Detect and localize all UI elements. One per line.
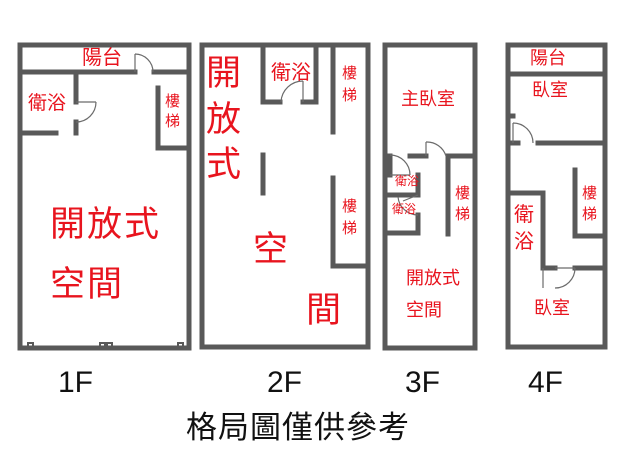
floor-2-stairs-top-label: 樓梯: [342, 64, 358, 104]
floor-3-number: 3F: [405, 366, 441, 399]
floor-2-open-vertical-label: 開放式: [206, 54, 242, 185]
floor-1-number: 1F: [58, 366, 94, 399]
floor-1-stairs-label: 樓梯: [165, 92, 181, 131]
floor-3-open-space-line1: 開放式: [406, 268, 460, 289]
floor-4-bedroom-bottom-label: 臥室: [534, 298, 570, 319]
floor-2-space-char2: 間: [306, 291, 342, 331]
floor-2-space-char1: 空: [253, 230, 289, 270]
floor-2-number: 2F: [267, 366, 303, 399]
floor-4-bedroom-top-label: 臥室: [532, 80, 568, 101]
floor-2-bathroom-label: 衛浴: [271, 60, 311, 84]
floor-3-walls: [382, 42, 478, 351]
floor-4-number: 4F: [528, 366, 564, 399]
floor-2-stairs-bottom-label: 樓梯: [342, 197, 358, 237]
floor-3-bathroom-b-label: 衛浴: [392, 202, 417, 216]
floor-3-master-bedroom-label: 主臥室: [401, 89, 455, 110]
floor-3-stairs-label: 樓梯: [455, 184, 471, 223]
floor-1-walls: [17, 42, 192, 351]
floor-4-bathroom-label: 衛浴: [514, 202, 534, 253]
floor-1-balcony-label: 陽台: [82, 45, 122, 69]
floor-3-bathroom-a-label: 衛浴: [395, 174, 420, 188]
floor-1-open-space-line1: 開放式: [50, 205, 162, 245]
floor-4-balcony-label: 陽台: [530, 48, 566, 69]
floor-4-walls: [505, 42, 608, 350]
floor-3-open-space-line2: 空間: [406, 300, 442, 321]
diagram-caption: 格局圖僅供參考: [186, 410, 410, 446]
floor-1-bathroom-label: 衛浴: [28, 92, 67, 114]
floor-4-stairs-label: 樓梯: [582, 184, 598, 223]
floor-1-open-space-line2: 空間: [50, 265, 125, 305]
floor-2-walls: [199, 42, 371, 350]
